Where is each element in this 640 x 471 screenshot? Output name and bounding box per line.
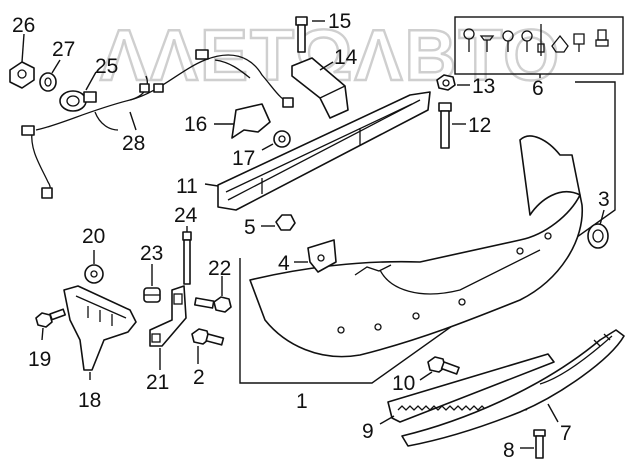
pin-24 xyxy=(182,231,192,285)
screw-10 xyxy=(427,356,460,375)
callout-7: 7 xyxy=(560,422,572,445)
bolt-19 xyxy=(35,308,67,328)
callout-1: 1 xyxy=(296,390,308,413)
sensor-ring xyxy=(39,72,57,92)
leader-19 xyxy=(41,327,44,341)
callout-17: 17 xyxy=(232,147,255,170)
callout-12: 12 xyxy=(468,114,491,137)
callout-25: 25 xyxy=(95,55,118,78)
bolt-22 xyxy=(193,296,232,313)
callout-20: 20 xyxy=(82,225,105,248)
callout-8: 8 xyxy=(503,439,515,462)
callout-6: 6 xyxy=(532,77,544,100)
callout-24: 24 xyxy=(174,204,198,227)
nut-13 xyxy=(436,74,456,91)
wiring-harness xyxy=(21,49,294,199)
callout-16: 16 xyxy=(184,113,207,136)
callout-10: 10 xyxy=(392,372,415,395)
callout-11: 11 xyxy=(176,175,198,198)
callout-23: 23 xyxy=(140,242,163,265)
clip-5 xyxy=(275,214,296,231)
sensor-holder xyxy=(9,61,35,89)
reinforcement-bar xyxy=(217,91,431,211)
callout-27: 27 xyxy=(52,38,75,61)
side-guide-bracket xyxy=(63,285,137,371)
parking-sensor xyxy=(59,90,97,112)
washer-20 xyxy=(84,264,104,284)
absorber-bracket xyxy=(291,57,349,119)
bolt-15 xyxy=(295,16,308,53)
leader-9 xyxy=(379,415,395,425)
callout-15: 15 xyxy=(328,10,351,33)
clip-23 xyxy=(143,287,161,303)
bracket-4 xyxy=(307,239,337,273)
leader-10 xyxy=(419,371,433,381)
leader-27 xyxy=(51,59,61,74)
bumper-cover xyxy=(249,135,583,358)
callout-22: 22 xyxy=(208,257,231,280)
bracket-16 xyxy=(231,103,271,139)
callout-2: 2 xyxy=(193,366,205,389)
stud-12 xyxy=(438,102,452,149)
callout-3: 3 xyxy=(598,188,610,211)
callout-9: 9 xyxy=(362,420,374,443)
bolt-2 xyxy=(191,328,225,346)
leader-3 xyxy=(599,209,605,226)
leader-28 xyxy=(129,111,137,131)
reflector-cap xyxy=(587,223,609,249)
leader-26 xyxy=(21,33,25,63)
leader-11 xyxy=(204,183,219,187)
callout-19: 19 xyxy=(28,348,51,371)
callout-4: 4 xyxy=(278,252,290,275)
callout-13: 13 xyxy=(472,75,495,98)
leader-25 xyxy=(85,71,97,91)
leader-17 xyxy=(261,143,274,151)
callout-labels: 1 2 3 4 5 6 7 8 9 10 11 12 13 14 15 16 1… xyxy=(12,10,610,462)
callout-28: 28 xyxy=(122,132,145,155)
diffuser-trim xyxy=(401,329,625,447)
callout-26: 26 xyxy=(12,14,35,37)
leader-14 xyxy=(319,61,334,71)
callout-5: 5 xyxy=(244,216,256,239)
fastener-kit-box xyxy=(454,16,624,75)
screw-8 xyxy=(533,429,546,459)
bracket-21 xyxy=(149,285,187,347)
callout-18: 18 xyxy=(78,389,101,412)
leader-7 xyxy=(547,403,559,423)
clip-17 xyxy=(273,130,291,148)
callout-21: 21 xyxy=(146,371,169,394)
callout-14: 14 xyxy=(334,46,358,69)
